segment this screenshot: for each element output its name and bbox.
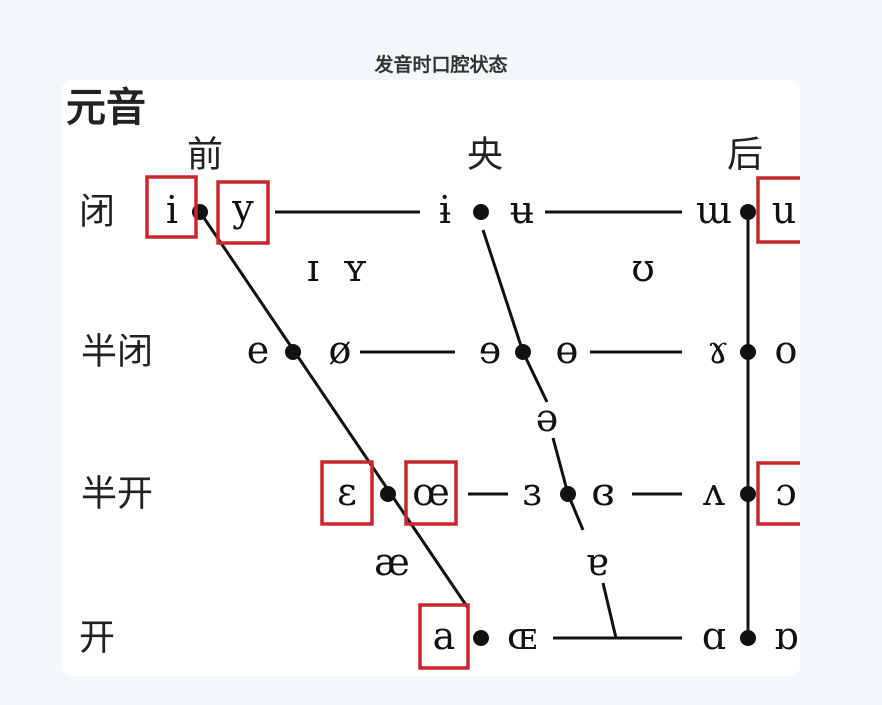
- vowel-i: i: [166, 188, 178, 232]
- column-label-central: 央: [467, 135, 503, 176]
- vowel-ash: æ: [374, 540, 410, 584]
- vowel-epsilon: ɛ: [337, 470, 357, 514]
- vowel-barred-u: ʉ: [510, 188, 534, 232]
- vowel-turned-v: ʌ: [702, 470, 725, 514]
- column-label-back: 后: [727, 135, 763, 176]
- chart-heading: 元音: [66, 85, 146, 131]
- column-label-front: 前: [187, 135, 223, 176]
- page-title: 发音时口腔状态: [374, 54, 508, 76]
- vowel-o: o: [775, 328, 798, 372]
- vowel-turned-script-a: ɒ: [774, 614, 798, 658]
- chart-background: [62, 80, 800, 676]
- vowel-turned-m: ɯ: [696, 188, 732, 232]
- vowel-barred-o: ɵ: [556, 328, 579, 372]
- highlight-boxes: [145, 175, 800, 670]
- vowel-open-o: ɔ: [775, 470, 796, 514]
- vowel-e: e: [247, 328, 270, 372]
- vowel-upsilon: ʊ: [631, 246, 655, 290]
- vowel-reversed-e: ɘ: [479, 328, 502, 372]
- row-label-open: 开: [79, 618, 115, 659]
- vowel-y: y: [231, 186, 254, 230]
- vowel-schwa: ə: [536, 396, 559, 440]
- chart-dots: [192, 204, 756, 646]
- vowel-turned-a: ɐ: [586, 540, 609, 584]
- chart-lines: [198, 210, 750, 640]
- row-label-open-mid: 半开: [81, 474, 153, 515]
- vowel-small-oe: ɶ: [507, 614, 537, 658]
- vowel-small-y: ʏ: [343, 246, 368, 290]
- vowel-a: a: [433, 614, 456, 658]
- vowel-u: u: [772, 188, 796, 232]
- vowel-reversed-epsilon: ɜ: [522, 470, 541, 514]
- vowel-closed-reversed-epsilon: ɞ: [591, 470, 614, 514]
- vowel-oe: œ: [412, 470, 450, 514]
- vowel-small-i: ɪ: [307, 246, 319, 290]
- row-label-close: 闭: [79, 192, 115, 233]
- vowel-script-a: ɑ: [702, 614, 726, 658]
- vowel-rams-horn: ɤ: [707, 328, 728, 372]
- row-label-close-mid: 半闭: [81, 332, 153, 373]
- vowel-o-slash: ø: [329, 328, 352, 372]
- vowel-barred-i: ɨ: [439, 188, 451, 232]
